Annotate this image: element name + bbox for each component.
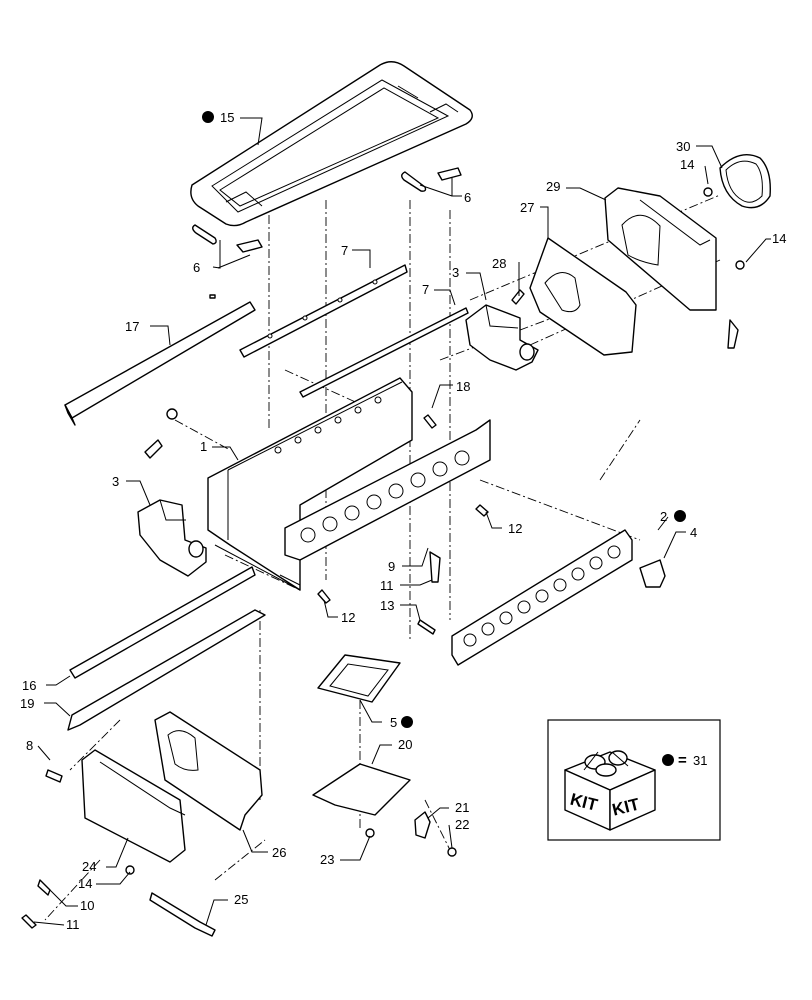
callout-12-center: 12	[341, 610, 355, 625]
callout-23: 23	[320, 852, 334, 867]
kit-box-icon: KIT KIT	[564, 750, 656, 831]
callout-17: 17	[125, 319, 139, 334]
part-26-side-plate	[154, 711, 263, 831]
kit-marker-dot-5	[401, 716, 413, 728]
part-27-plate	[529, 237, 637, 356]
callout-21: 21	[455, 800, 469, 815]
callout-10: 10	[80, 898, 94, 913]
part-21-bracket	[414, 811, 431, 839]
callout-14-right: 14	[772, 231, 786, 246]
callout-20: 20	[398, 737, 412, 752]
callout-6-right: 6	[464, 190, 471, 205]
callout-11-center: 11	[380, 578, 394, 593]
callout-28: 28	[492, 256, 506, 271]
callout-8: 8	[26, 738, 33, 753]
part-7-straps	[239, 264, 469, 398]
callout-29: 29	[546, 179, 560, 194]
part-5-gasket	[317, 654, 401, 703]
callout-9: 9	[388, 559, 395, 574]
kit-legend-box: KIT KIT = 31	[547, 719, 721, 841]
callout-27: 27	[520, 200, 534, 215]
part-3-bracket-right	[465, 304, 539, 371]
callout-7-lower: 7	[422, 282, 429, 297]
part-1-frame	[207, 377, 491, 591]
kit-legend-dot	[662, 754, 674, 766]
callout-15: 15	[220, 110, 234, 125]
part-4-clip	[639, 559, 666, 588]
part-2-plate	[451, 529, 633, 666]
leader-lines	[33, 117, 771, 926]
callout-19: 19	[20, 696, 34, 711]
part-30-seal	[719, 154, 771, 209]
callout-1: 1	[200, 439, 207, 454]
part-19-strip	[67, 609, 266, 731]
fasteners	[21, 187, 745, 929]
part-29-plate	[604, 187, 717, 311]
part-24-side-plate	[81, 749, 186, 863]
callout-5: 5	[390, 715, 397, 730]
kit-legend-item: 31	[693, 753, 707, 768]
callout-25: 25	[234, 892, 248, 907]
callout-16: 16	[22, 678, 36, 693]
part-6-hinges	[192, 167, 462, 253]
part-20-cover	[312, 763, 411, 816]
callout-labels: 15 6 6 7 7 17 1 3 3 18 28 27 29 30 14 14…	[20, 110, 786, 932]
callout-30: 30	[676, 139, 690, 154]
part-25-rod	[149, 892, 216, 937]
part-16-strip	[69, 566, 256, 679]
callout-14-upper: 14	[680, 157, 694, 172]
callout-24: 24	[82, 859, 96, 874]
kit-legend-equals: =	[678, 752, 687, 769]
callout-2: 2	[660, 509, 667, 524]
callout-7-upper: 7	[341, 243, 348, 258]
callout-22: 22	[455, 817, 469, 832]
callout-26: 26	[272, 845, 286, 860]
part-15-tray	[190, 61, 473, 227]
callout-18: 18	[456, 379, 470, 394]
callout-3-left: 3	[112, 474, 119, 489]
callout-4: 4	[690, 525, 697, 540]
callout-6-left: 6	[193, 260, 200, 275]
part-3-bracket-left	[137, 499, 207, 577]
kit-marker-dot-2	[674, 510, 686, 522]
part-17-angle	[64, 294, 256, 426]
callout-11-lower: 11	[66, 917, 80, 932]
callout-3-right: 3	[452, 265, 459, 280]
kit-marker-dot-15	[202, 111, 214, 123]
callout-14-lower: 14	[78, 876, 92, 891]
callout-13: 13	[380, 598, 394, 613]
callout-12-right: 12	[508, 521, 522, 536]
